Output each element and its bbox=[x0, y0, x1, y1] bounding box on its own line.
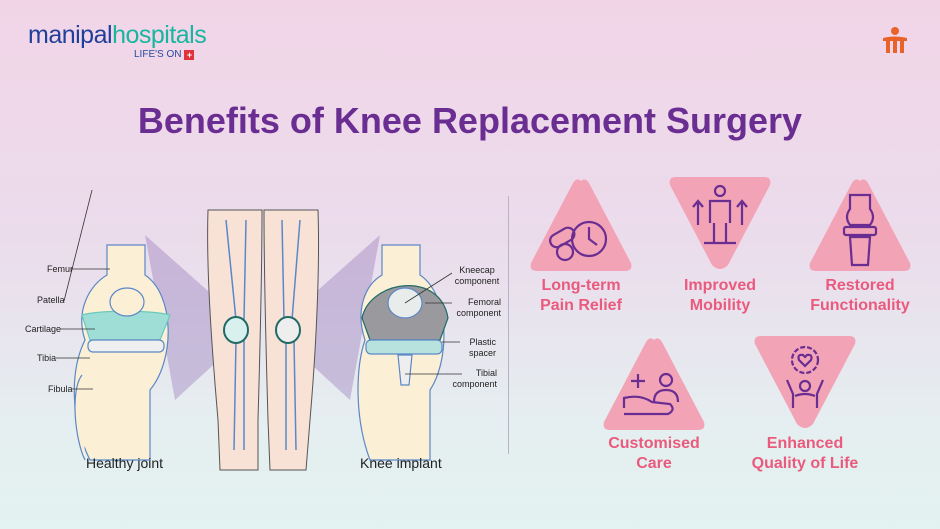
label-kneecap-component: Kneecap component bbox=[454, 265, 500, 286]
legs bbox=[207, 209, 320, 471]
plus-cross-icon: + bbox=[184, 49, 195, 60]
label-femoral-component: Femoral component bbox=[456, 297, 501, 318]
benefit-line2: Quality of Life bbox=[751, 455, 859, 472]
heart-gear-person-icon bbox=[754, 336, 856, 428]
benefit-line2: Mobility bbox=[689, 297, 751, 314]
benefit-line2: Care bbox=[636, 455, 672, 472]
logo-part1: manipal bbox=[28, 21, 113, 49]
label-cartilage: Cartilage bbox=[25, 324, 62, 334]
page-title: Benefits of Knee Replacement Surgery bbox=[137, 100, 803, 141]
label-tibia: Tibia bbox=[37, 353, 57, 363]
brand-mark-icon bbox=[883, 27, 907, 53]
label-fibula: Fibula bbox=[48, 384, 73, 394]
logo-part2: hospitals bbox=[112, 21, 207, 49]
knee-joint-icon bbox=[809, 179, 911, 271]
label-femur: Femur bbox=[47, 264, 74, 274]
label-plastic-spacer: Plastic spacer bbox=[468, 337, 496, 358]
benefit-line1: Customised bbox=[608, 435, 700, 452]
benefit-line1: Enhanced bbox=[766, 435, 844, 452]
person-arrows-icon bbox=[669, 177, 771, 269]
benefit-line2: Functionality bbox=[810, 297, 910, 314]
hand-person-plus-icon bbox=[603, 338, 705, 430]
knee-illustration bbox=[56, 190, 462, 471]
pills-clock-icon bbox=[530, 179, 632, 271]
divider bbox=[508, 196, 509, 454]
healthy-joint bbox=[73, 244, 171, 461]
label-patella: Patella bbox=[37, 295, 65, 305]
logo-tagline: LIFE'S ON bbox=[134, 49, 182, 60]
zoom-wedge-left bbox=[145, 235, 235, 400]
benefit-line1: Restored bbox=[825, 277, 895, 294]
caption-healthy-joint: Healthy joint bbox=[86, 455, 164, 471]
caption-knee-implant: Knee implant bbox=[360, 455, 442, 471]
label-tibial-component: Tibial component bbox=[452, 368, 497, 389]
benefit-line1: Improved bbox=[683, 277, 756, 294]
benefit-line1: Long-term bbox=[541, 277, 621, 294]
manipal-hospitals-logo: manipalhospitals LIFE'S ON+ bbox=[28, 21, 207, 60]
benefit-line2: Pain Relief bbox=[540, 297, 622, 314]
